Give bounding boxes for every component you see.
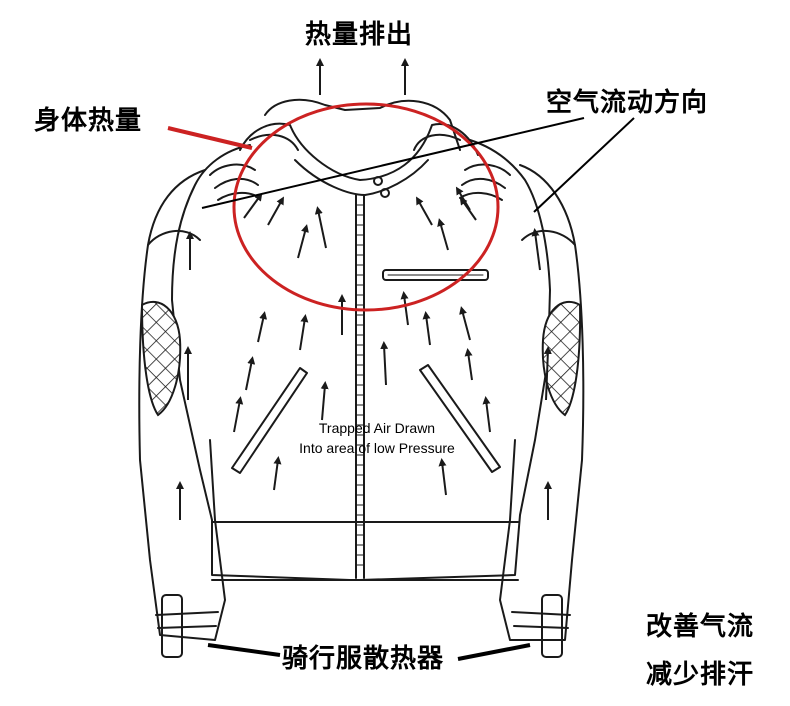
left-sleeve-outline [138, 169, 226, 641]
left-slash-vent [231, 367, 308, 474]
up-arrow-icon [257, 311, 268, 343]
collar-highlight-ring [232, 102, 500, 312]
up-arrow-icon [543, 346, 552, 401]
up-arrow-icon [273, 456, 282, 491]
right-elbow-quilt [541, 300, 582, 417]
center-zipper [355, 194, 365, 579]
up-arrow-icon [380, 341, 389, 386]
up-arrow-icon [243, 192, 263, 219]
up-arrow-icon [455, 186, 471, 211]
up-arrow-icon [400, 291, 409, 326]
up-arrow-icon [245, 356, 256, 391]
up-arrow-icon [422, 311, 431, 346]
right-slash-vent [419, 364, 501, 473]
up-arrow-icon [531, 228, 541, 271]
airflow-direction-label: 空气流动方向 [546, 88, 709, 118]
vent-name-label: 骑行服散热器 [282, 644, 445, 674]
airflow-pointer-left [201, 117, 585, 209]
heat-exhaust-label: 热量排出 [305, 20, 414, 50]
up-arrow-icon [299, 314, 309, 351]
up-arrow-icon [416, 196, 433, 226]
up-arrow-icon [297, 224, 309, 259]
up-arrow-icon [482, 396, 491, 433]
left-elbow-quilt [140, 300, 182, 417]
up-arrow-icon [267, 196, 284, 226]
up-arrow-icon [437, 218, 449, 251]
airflow-arrows [176, 58, 552, 520]
chest-pocket [382, 269, 489, 281]
left-cuff-buckle [161, 594, 183, 658]
benefit-line2: 减少排汗 [646, 660, 755, 690]
airflow-pointer-right [533, 117, 635, 213]
body-heat-label: 身体热量 [34, 106, 143, 136]
up-arrow-icon [233, 396, 244, 433]
body-heat-pointer [167, 126, 253, 150]
up-arrow-icon [464, 348, 473, 381]
up-arrow-icon [314, 206, 327, 249]
right-cuff-buckle [541, 594, 563, 658]
right-sleeve-outline [499, 164, 585, 641]
collar-outer [264, 98, 461, 151]
up-arrow-icon [438, 458, 447, 496]
benefit-line1: 改善气流 [646, 612, 755, 642]
trapped-air-caption: Trapped Air Drawn Into area of low Press… [282, 418, 472, 458]
vent-pointer-right [457, 643, 531, 661]
left-cuff [155, 611, 219, 629]
jacket-body-outline [171, 139, 551, 581]
trapped-air-line1: Trapped Air Drawn [318, 420, 436, 436]
trapped-air-line2: Into area of low Pressure [299, 440, 455, 456]
vent-pointer-left [207, 643, 281, 657]
up-arrow-icon [459, 196, 477, 221]
up-arrow-icon [459, 306, 471, 341]
up-arrow-icon [320, 381, 329, 421]
